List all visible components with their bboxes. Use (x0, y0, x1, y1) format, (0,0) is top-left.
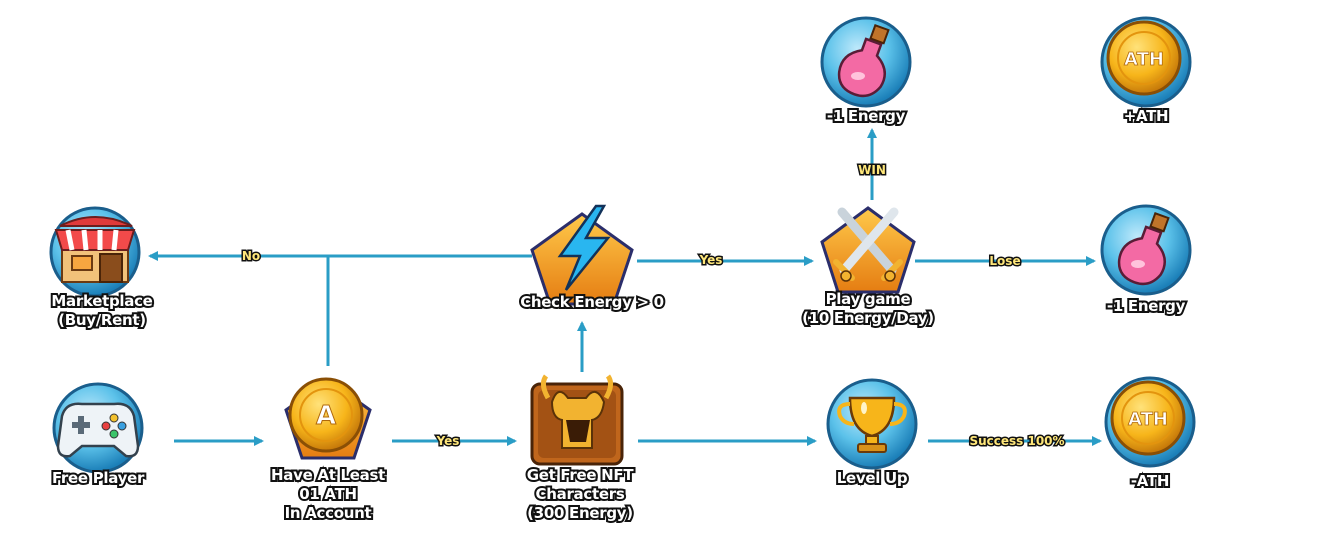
edge-label-yes-check: Yes (698, 252, 724, 269)
potion-icon-win (820, 16, 912, 108)
shop-icon (49, 206, 141, 298)
crossed-swords-icon (820, 206, 916, 294)
node-lose-energy: -1 Energy (1105, 295, 1188, 317)
trophy-icon (826, 378, 918, 470)
node-win-ath: +ATH (1122, 105, 1171, 127)
gamepad-icon (52, 382, 144, 474)
lightning-icon (530, 204, 634, 306)
svg-text:ATH: ATH (1128, 409, 1168, 430)
node-have-ath: Have At Least 01 ATH In Account (269, 464, 387, 524)
ath-coin-icon-minus: ATH (1104, 376, 1196, 468)
svg-text:A: A (316, 401, 336, 431)
ath-coin-icon-plus: ATH (1100, 16, 1192, 108)
edge-label-yes-ath: Yes (435, 433, 461, 450)
edge-label-win: WIN (857, 162, 888, 179)
helmet-icon (530, 374, 624, 466)
svg-text:ATH: ATH (1124, 49, 1164, 70)
node-play-game: Play game (10 Energy/Day) (800, 288, 936, 329)
node-get-free-nft: Get Free NFT Characters (300 Energy) (525, 464, 636, 524)
potion-icon-lose (1100, 204, 1192, 296)
edge-label-success: Success 100% (968, 433, 1066, 450)
node-marketplace: Marketplace (Buy/Rent) (49, 290, 154, 331)
node-check-energy: Check Energy > 0 (518, 291, 666, 313)
node-minus-ath: -ATH (1129, 470, 1172, 492)
edge-label-lose: Lose (988, 253, 1022, 270)
node-level-up: Level Up (835, 467, 910, 489)
node-win-energy: -1 Energy (825, 105, 908, 127)
edge-label-no: No (240, 248, 261, 265)
node-free-player: Free Player (50, 467, 146, 489)
a-coin-icon: A (284, 377, 372, 460)
